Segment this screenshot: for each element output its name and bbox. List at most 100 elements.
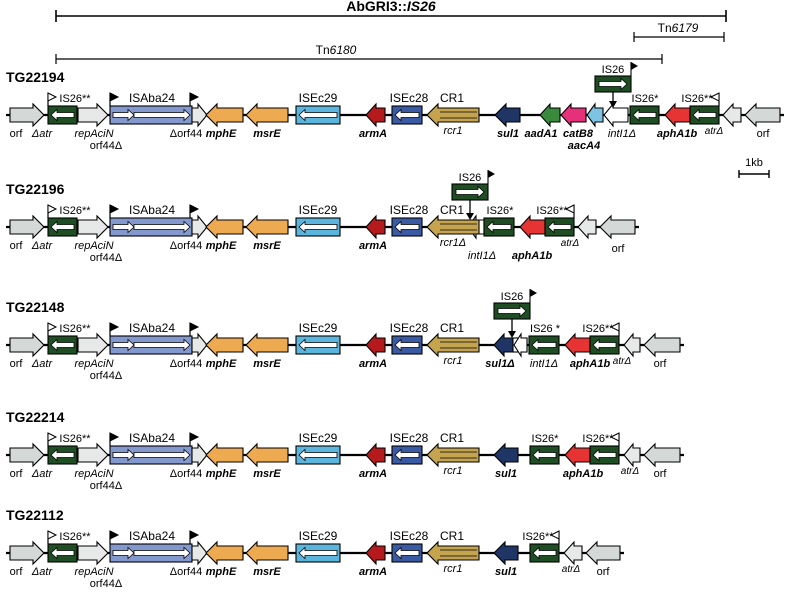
is26-right-label: IS26**: [536, 205, 568, 217]
is26-right-label: IS26**: [582, 323, 614, 335]
armA-gene: [365, 540, 386, 566]
delta-atr-label: Δatr: [31, 128, 54, 140]
is26-mid-element-orientation: [486, 220, 512, 234]
strain-name: TG22148: [6, 299, 65, 315]
isaba24-orientation: [133, 338, 191, 352]
mphE-label: mphE: [206, 468, 237, 480]
is26-left-flag: [47, 432, 58, 442]
msrE-gene: [245, 332, 289, 358]
is26-left-flag: [47, 530, 58, 540]
isaba24-label: ISAba24: [129, 529, 175, 543]
delta-orf44-label: Δorf44: [170, 240, 202, 252]
aphA1b-label: aphA1b: [657, 128, 698, 140]
cr1-gene: [426, 332, 480, 358]
is26-right-flag: [564, 204, 575, 214]
atr-right-label: atrΔ: [561, 238, 580, 249]
intI1-label: intI1Δ: [530, 358, 558, 370]
svg-text:Tn6180: Tn6180: [316, 43, 357, 57]
atr-right-label: atrΔ: [562, 564, 581, 575]
isec29-element-orientation: [298, 338, 338, 352]
isaba24-right-flag: [189, 530, 200, 540]
isaba24-label: ISAba24: [129, 431, 175, 445]
abgri3-title: AbGRI3::: [346, 0, 407, 14]
repaci-n-label: repAciN: [74, 358, 113, 370]
kb-scale-bar: 1kb: [738, 157, 770, 178]
mphE-gene: [205, 442, 244, 468]
mphE-gene: [205, 332, 244, 358]
is26-insertion-label: IS26: [459, 172, 482, 184]
scale-bars: AbGRI3::IS26 Tn6179 Tn6180 1kb: [55, 0, 770, 178]
orf-right-label: orf: [654, 358, 668, 370]
armA-label: armA: [359, 566, 387, 578]
is26-right-label: IS26**: [681, 93, 713, 105]
isaba24-orientation: [133, 220, 191, 234]
is26-mid-element-orientation: [632, 108, 657, 122]
delta-orf44-label: Δorf44: [170, 566, 202, 578]
delta-orf44-gene: [191, 102, 208, 128]
rcr1-label: rcr1: [444, 465, 463, 477]
isec28-label: ISEc28: [390, 203, 429, 217]
is26-left-element-orientation: [50, 220, 75, 234]
armA-gene: [365, 102, 386, 128]
orf-left-label: orf: [10, 240, 24, 252]
is26-left-label: IS26**: [59, 531, 91, 543]
mphE-gene: [205, 102, 244, 128]
delta-orf44-label: Δorf44: [170, 358, 202, 370]
isaba24-right-flag: [189, 92, 200, 102]
is26-right-flag: [609, 432, 620, 442]
tn6179-scale-bar: Tn6179: [633, 21, 725, 42]
atr-right-gene: [623, 442, 641, 468]
aphA1b-label: aphA1b: [563, 468, 604, 480]
tn6179-number: 6179: [672, 21, 699, 35]
is26-insertion-box-orientation: [455, 185, 485, 199]
is26-left-element-orientation: [50, 338, 75, 352]
msrE-label: msrE: [253, 358, 281, 370]
isaba24-right-flag: [189, 204, 200, 214]
atr-right-gene: [577, 214, 597, 240]
orf-right-label: orf: [654, 468, 668, 480]
isaba24-right-flag: [189, 432, 200, 442]
svg-text:Tn6179: Tn6179: [658, 21, 699, 35]
mphE-label: mphE: [206, 566, 237, 578]
abgri3-title-is26: IS26: [407, 0, 436, 14]
orf-left-gene: [9, 214, 45, 240]
is26-right-element-orientation: [692, 108, 717, 122]
orf-left-gene: [9, 332, 45, 358]
is26-right-element-orientation: [547, 220, 572, 234]
repaci-n-gene: [77, 214, 109, 240]
aphA1b-gene: [664, 102, 691, 128]
orf44-label: orf44Δ: [90, 370, 123, 382]
isaba24-label: ISAba24: [129, 91, 175, 105]
rcr1-label: rcr1Δ: [440, 237, 466, 249]
armA-label: armA: [359, 128, 387, 140]
sul1-gene: [493, 332, 514, 358]
abgri3-scale-bar: AbGRI3::IS26: [55, 0, 727, 22]
sul1-label: sul1Δ: [485, 358, 514, 370]
is26-mid-element-orientation: [532, 448, 557, 462]
orf-right-label: orf: [612, 243, 626, 255]
isec28-label: ISEc28: [390, 529, 429, 543]
armA-gene: [365, 442, 386, 468]
is26-left-label: IS26**: [59, 433, 91, 445]
is26-right-element-orientation: [592, 338, 617, 352]
orf-right-label: orf: [597, 566, 611, 578]
atr-right-gene: [623, 332, 641, 358]
mphE-label: mphE: [206, 358, 237, 370]
is26-insertion-box-orientation: [497, 304, 527, 318]
is26-right-label: IS26**: [522, 531, 554, 543]
repaci-n-label: repAciN: [74, 566, 113, 578]
aadA1-gene: [539, 102, 561, 128]
intI1-label: intI1Δ: [468, 250, 496, 262]
orf-right-label: orf: [757, 128, 771, 140]
tn6179-prefix: Tn: [658, 21, 672, 35]
repaci-n-gene: [77, 540, 109, 566]
aadA1-label: aadA1: [524, 128, 557, 140]
mphE-label: mphE: [206, 128, 237, 140]
orf-left-label: orf: [10, 468, 24, 480]
orf44-label: orf44Δ: [90, 480, 123, 492]
isec29-element-orientation: [298, 546, 338, 560]
orf44-flag: [109, 92, 120, 102]
orf-left-label: orf: [10, 566, 24, 578]
aphA1b-gene: [519, 214, 546, 240]
msrE-gene: [245, 214, 289, 240]
